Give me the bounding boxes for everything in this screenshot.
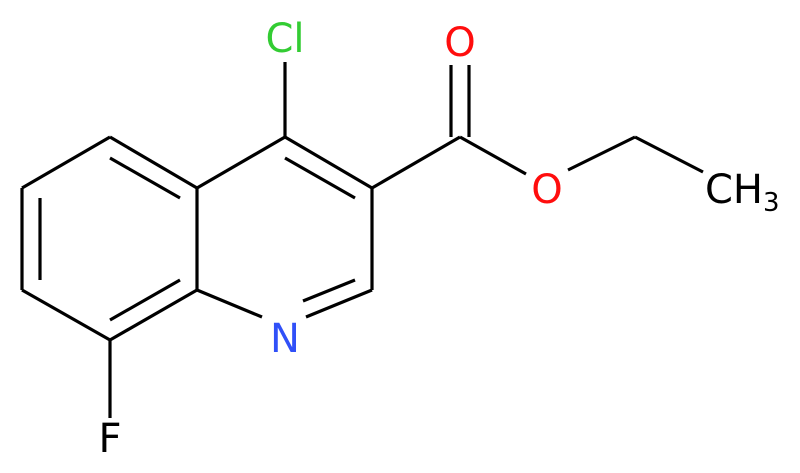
bond-c2-n1-inner xyxy=(302,278,356,303)
bond-c8-c7 xyxy=(21,288,111,342)
bond-c2-n1 xyxy=(305,288,373,319)
bond-c3-ccarbonyl xyxy=(371,135,461,190)
bond-n1-c8a xyxy=(196,288,263,319)
methyl-ch-text: CH xyxy=(705,167,763,213)
bond-c4-c3 xyxy=(284,135,373,190)
atom-methyl: CH3 xyxy=(705,167,780,218)
atom-fluorine: F xyxy=(98,416,121,462)
bond-ch2-ch3 xyxy=(634,135,704,174)
atom-oxygen-carbonyl: O xyxy=(444,20,475,66)
atom-oxygen-ester: O xyxy=(531,167,562,213)
bond-c4-c3-inner xyxy=(284,156,356,200)
bond-c8a-c8-inner xyxy=(109,278,181,322)
bond-c6-c5 xyxy=(21,135,111,190)
atom-nitrogen: N xyxy=(270,316,300,362)
bond-c4a-c4 xyxy=(196,135,286,190)
bond-oester-ch2 xyxy=(567,135,636,172)
bond-c5-c4a-inner xyxy=(109,156,181,200)
bond-c5-c4a xyxy=(109,135,198,190)
methyl-subscript-3: 3 xyxy=(763,188,780,218)
atom-chlorine: Cl xyxy=(265,16,304,62)
bond-c8a-c8 xyxy=(109,288,198,342)
bond-ccarbonyl-oester xyxy=(459,135,527,176)
